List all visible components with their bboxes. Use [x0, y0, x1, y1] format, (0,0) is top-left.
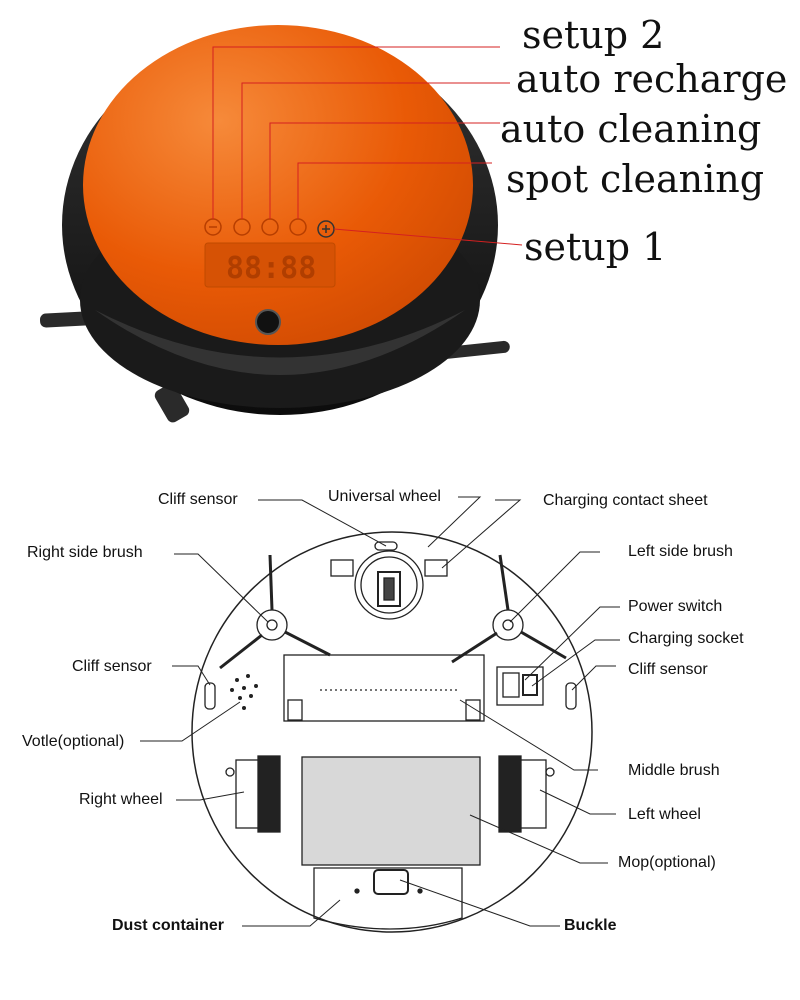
bottom-leader-lines — [140, 496, 620, 927]
charging-contact-right — [424, 559, 448, 577]
label-power-switch: Power switch — [628, 598, 723, 615]
robot-bottom-view — [140, 496, 620, 933]
label-cliff-sensor-top: Cliff sensor — [158, 491, 238, 508]
label-setup-1: setup 1 — [524, 225, 667, 269]
lcd-digits: 88:88 — [226, 251, 316, 286]
label-right-side-brush: Right side brush — [27, 544, 143, 561]
label-votle-optional: Votle(optional) — [22, 733, 125, 750]
label-dust-container: Dust container — [112, 917, 225, 934]
label-universal-wheel: Universal wheel — [328, 488, 441, 505]
cliff-sensor-right — [565, 682, 577, 710]
label-cliff-sensor-right: Cliff sensor — [628, 661, 708, 678]
dust-container — [313, 867, 463, 930]
robot-orange-top — [83, 25, 473, 345]
charging-contact-left — [330, 559, 354, 577]
label-auto-recharge: auto recharge — [516, 57, 788, 101]
buckle — [373, 869, 409, 895]
label-auto-cleaning: auto cleaning — [500, 107, 762, 151]
middle-brush-housing — [283, 654, 485, 722]
left-wheel — [498, 755, 547, 833]
cliff-sensor-left — [204, 682, 216, 710]
label-cliff-sensor-left: Cliff sensor — [72, 658, 152, 675]
robot-top-view: 88:88 — [39, 25, 523, 423]
label-mop-optional: Mop(optional) — [618, 854, 716, 871]
label-charging-contact-sheet: Charging contact sheet — [543, 492, 708, 509]
label-middle-brush: Middle brush — [628, 762, 720, 779]
lcd-display — [204, 242, 336, 288]
charging-socket — [522, 674, 538, 696]
label-right-wheel: Right wheel — [79, 791, 163, 808]
power-switch — [496, 666, 544, 706]
right-wheel — [235, 755, 281, 833]
label-spot-cleaning: spot cleaning — [506, 157, 765, 201]
top-callout-lines — [212, 46, 523, 246]
label-left-side-brush: Left side brush — [628, 543, 733, 560]
power-button-top — [255, 309, 281, 335]
label-charging-socket: Charging socket — [628, 630, 744, 647]
mop-area — [301, 756, 481, 866]
right-side-brush — [219, 554, 331, 670]
votle-holes — [230, 674, 258, 710]
label-left-wheel: Left wheel — [628, 806, 701, 823]
underside-body — [191, 531, 593, 933]
left-side-brush — [451, 554, 567, 664]
label-setup-2: setup 2 — [522, 13, 665, 57]
label-buckle: Buckle — [564, 917, 617, 934]
universal-wheel — [354, 550, 424, 620]
cliff-sensor-top — [374, 541, 398, 551]
